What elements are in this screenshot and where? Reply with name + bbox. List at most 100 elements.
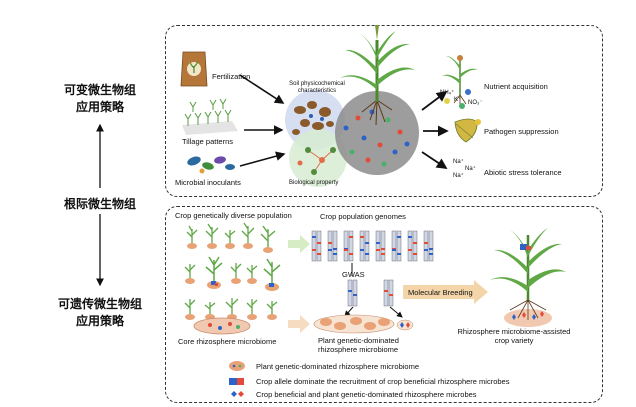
- legend-microbe-icon: [231, 391, 244, 397]
- chromosome: [359, 230, 365, 262]
- ion-na-2: Na⁺: [465, 166, 476, 172]
- core-microbiome-label: Core rhizosphere microbiome: [178, 337, 277, 346]
- allele-band: [312, 236, 316, 238]
- legend-item-3: Crop beneficial and plant genetic-domina…: [256, 390, 477, 399]
- allele-band: [408, 249, 412, 251]
- chromosome: [316, 230, 322, 262]
- allele-band: [381, 248, 385, 250]
- pathogen-label: Pathogen suppression: [484, 127, 559, 136]
- chromosome: [375, 230, 381, 262]
- abiotic-label: Abiotic stress tolerance: [484, 168, 562, 177]
- allele-band: [365, 253, 369, 255]
- allele-band: [408, 236, 412, 238]
- gwas-chromosome: [388, 279, 394, 307]
- ion-no3: NO₃⁻: [468, 100, 483, 106]
- allele-band: [349, 253, 353, 255]
- allele-band: [384, 290, 388, 292]
- allele-band: [344, 249, 348, 251]
- allele-band: [413, 242, 417, 244]
- allele-band: [328, 242, 332, 244]
- chromosome: [332, 230, 338, 262]
- crop-plant-icon: [340, 25, 415, 126]
- allele-band: [317, 253, 321, 255]
- tillage-field-icon: [182, 98, 238, 135]
- allele-band: [353, 294, 357, 296]
- allele-band: [317, 242, 321, 244]
- allele-band: [349, 236, 353, 238]
- allele-band: [424, 249, 428, 251]
- arrow-fertilization: [239, 74, 285, 104]
- allele-band: [333, 248, 337, 250]
- fertilization-label: Fertilization: [212, 72, 251, 81]
- arrow-abiotic: [421, 151, 448, 169]
- gwas-chromosome: [352, 279, 358, 307]
- chromosome: [412, 230, 418, 262]
- arrow-nutrient: [421, 90, 448, 111]
- allele-band: [389, 294, 393, 296]
- assisted-crop-plant-icon: [490, 228, 566, 327]
- chromosome: [380, 230, 386, 262]
- arrow-gwas-right: [389, 306, 403, 318]
- biological-property-label: Biological property: [289, 180, 339, 186]
- allele-band: [413, 253, 417, 255]
- chromosome: [327, 230, 333, 262]
- chromosome: [343, 230, 349, 262]
- inoculants-label: Microbial inoculants: [175, 178, 241, 187]
- ion-k: K⁺: [454, 97, 462, 103]
- ion-na-1: Na⁺: [453, 159, 464, 165]
- legend-allele-icon: [229, 378, 244, 385]
- chromosome: [423, 230, 429, 262]
- chromosome: [428, 230, 434, 262]
- heritable-microbiome-label: 可遗传微生物组应用策略: [57, 297, 142, 328]
- gwas-chromosome: [347, 279, 353, 307]
- arrow-gwas-left: [344, 306, 354, 317]
- allele-band: [397, 253, 401, 255]
- allele-band: [376, 249, 380, 251]
- plant-genetic-dish: [313, 314, 414, 334]
- genome-chromosome-grid: [311, 230, 434, 307]
- diverse-population-plants: [184, 222, 281, 320]
- chromosome: [391, 230, 397, 262]
- legend-item-2: Crop allele dominate the recruitment of …: [256, 377, 510, 386]
- allele-band: [424, 242, 428, 244]
- chromosome: [348, 230, 354, 262]
- allele-band: [392, 249, 396, 251]
- genomes-label: Crop population genomes: [320, 212, 406, 221]
- legend-item-1: Plant genetic-dominated rhizosphere micr…: [256, 362, 420, 371]
- chromosome: [311, 230, 317, 262]
- molecular-breeding-label: Molecular Breeding: [408, 288, 473, 297]
- ion-na-3: Na⁺: [453, 173, 464, 179]
- diverse-population-label: Crop genetically diverse population: [175, 211, 292, 220]
- allele-band: [360, 249, 364, 251]
- microbe-network: [297, 147, 336, 175]
- chromosome: [396, 230, 402, 262]
- rhizosphere-microbiome-label: 根际微生物组: [63, 197, 136, 211]
- chromosome: [407, 230, 413, 262]
- allele-band: [312, 249, 316, 251]
- allele-band: [429, 248, 433, 250]
- upper-panel: [165, 25, 603, 197]
- soil-aggregates: [292, 101, 334, 135]
- allele-band: [328, 249, 332, 251]
- gwas-chromosome: [383, 279, 389, 307]
- molecular-breeding-arrow: [403, 280, 488, 304]
- allele-band: [429, 253, 433, 255]
- block-arrow-genomes: [288, 235, 310, 253]
- allele-band: [360, 236, 364, 238]
- microbe-icon: [187, 156, 235, 174]
- biological-property-circle: [289, 129, 347, 187]
- allele-band: [365, 242, 369, 244]
- rhizosphere-circle: [335, 91, 419, 175]
- fertilizer-bag-icon: [180, 51, 208, 87]
- chromosome: [364, 230, 370, 262]
- gwas-label: GWAS: [342, 270, 365, 279]
- lower-panel: [165, 206, 603, 403]
- allele-band: [348, 290, 352, 292]
- arrow-inoculants: [239, 151, 286, 167]
- leaf-icon: [454, 118, 481, 143]
- nutrient-label: Nutrient acquisition: [484, 82, 548, 91]
